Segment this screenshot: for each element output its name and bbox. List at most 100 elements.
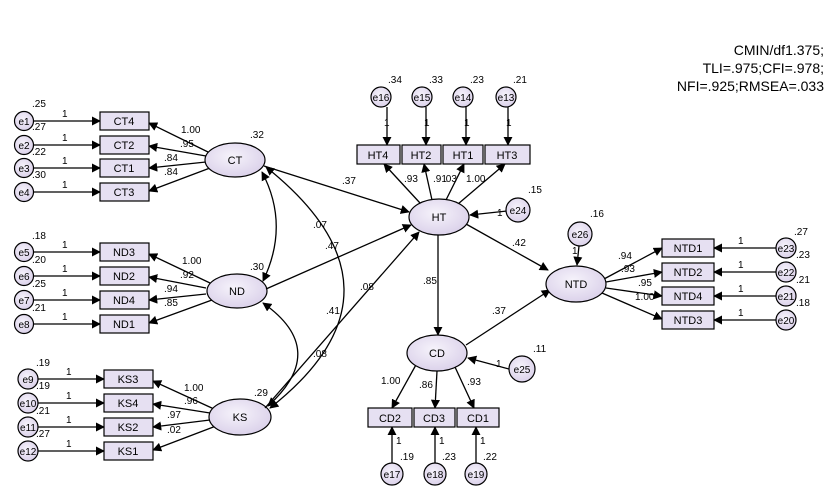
cov-nd-ks	[262, 302, 299, 407]
indicator-ks2-label: KS2	[118, 422, 139, 434]
indicator-ntd4	[661, 286, 715, 306]
ntd-block: NTD1 NTD2 NTD4 NTD3 .94 .93 .95 1.00 e23…	[545, 209, 810, 331]
ht-block: e16 e15 e14 e13 .34 .33 .23 .21 1 1 1 1 …	[356, 75, 542, 236]
latent-cd-label: CD	[429, 348, 445, 360]
error-e26-var: .16	[590, 209, 604, 220]
error-e26-path: 1	[572, 246, 578, 257]
fit-line-1: CMIN/df1.375;	[734, 42, 824, 58]
error-e2-label: e2	[18, 141, 30, 152]
error-e5-var: .18	[32, 231, 46, 242]
loading-ct3: .84	[164, 167, 178, 178]
indicator-ht4-label: HT4	[368, 150, 389, 162]
ct-block: e1 e2 e3 e4 .25 .27 .22 .30 1 1 1 1 CT4 …	[13, 99, 266, 203]
indicator-ks1-label: KS1	[118, 446, 139, 458]
indicator-nd1-label: ND1	[113, 319, 135, 331]
error-e16-var: .34	[388, 75, 402, 86]
loading-ht2: .91	[433, 174, 447, 185]
indicator-ks4-label: KS4	[118, 398, 139, 410]
path-ct-ht-value: .37	[342, 176, 356, 187]
indicator-ntd4-label: NTD4	[674, 291, 703, 303]
path-cd-cd2	[391, 362, 418, 409]
path-ks-ks1	[152, 425, 217, 452]
error-e19	[464, 462, 488, 486]
cd-block: CD2 CD3 CD1 1.00 .86 .93 e17 e18 e19 .19…	[367, 334, 547, 486]
indicator-ct4	[99, 111, 150, 131]
path-cd-cd3	[430, 370, 440, 409]
indicator-ks3	[103, 369, 154, 389]
latent-ct-var: .32	[250, 130, 264, 141]
error-e8-var: .21	[32, 303, 46, 314]
indicator-ct1-label: CT1	[114, 163, 135, 175]
error-e12-var: .27	[36, 429, 50, 440]
error-e19-path: 1	[480, 436, 486, 447]
loading-ks4: .96	[184, 396, 198, 407]
indicator-cd1	[456, 407, 500, 428]
error-e13-path: 1	[506, 118, 512, 129]
path-ks-ht	[264, 231, 420, 409]
indicator-ks2	[103, 417, 154, 437]
indicator-cd3	[413, 407, 456, 428]
indicator-nd3-label: ND3	[113, 247, 135, 259]
error-e1-label: e1	[18, 117, 30, 128]
indicator-ht4	[356, 144, 401, 165]
error-e6-path: 1	[62, 264, 68, 275]
error-e25	[508, 355, 536, 383]
error-e3-var: .22	[32, 147, 46, 158]
path-ht-ht3	[457, 163, 506, 205]
error-e7-label: e7	[18, 296, 30, 307]
loading-ks2: .97	[167, 410, 181, 421]
error-e9-var: .19	[36, 358, 50, 369]
path-ct-ht	[263, 165, 410, 214]
path-ht-ntd	[465, 223, 549, 271]
error-e2-var: .27	[32, 122, 46, 133]
indicator-cd1-label: CD1	[467, 413, 489, 425]
error-e2-path: 1	[62, 133, 68, 144]
indicator-cd2	[367, 407, 413, 428]
error-e22-path: 1	[738, 260, 744, 271]
latent-ct	[204, 142, 266, 178]
ks-block: e9 e10 e11 e12 .19 .19 .21 .27 1 1 1 1 K…	[17, 358, 272, 462]
error-e21-label: e21	[778, 292, 795, 303]
indicator-ct3	[99, 182, 150, 202]
error-e20	[775, 309, 797, 331]
error-e10-var: .19	[36, 381, 50, 392]
indicator-ht2-label: HT2	[411, 150, 432, 162]
indicator-ntd1-label: NTD1	[674, 243, 703, 255]
latent-ks-label: KS	[233, 412, 248, 424]
indicator-ntd3-label: NTD3	[674, 315, 703, 327]
error-e16	[370, 86, 392, 108]
error-e19-var: .22	[483, 452, 497, 463]
error-e23-path: 1	[738, 236, 744, 247]
indicator-ct4-label: CT4	[114, 116, 135, 128]
error-e15-label: e15	[414, 93, 431, 104]
path-nd-nd3	[148, 253, 211, 284]
path-ks-ks3	[152, 380, 215, 410]
error-e10	[17, 392, 39, 414]
cov-ct-ks-value: .08	[360, 282, 374, 293]
fit-line-2: TLI=.975;CFI=.978;	[703, 60, 824, 76]
error-e3-path: 1	[62, 156, 68, 167]
cov-ct-nd-value: .07	[313, 220, 327, 231]
latent-ks-var: .29	[254, 388, 268, 399]
covariances: .07 .08 .08	[261, 166, 374, 409]
path-nd-nd4	[148, 293, 207, 304]
fit-line-3: NFI=.925;RMSEA=.033	[677, 78, 824, 94]
error-e11-label: e11	[20, 423, 36, 434]
loading-ntd1: .94	[618, 251, 632, 262]
error-e3	[13, 157, 35, 179]
indicator-nd1	[99, 314, 150, 334]
error-e12	[17, 440, 39, 462]
loading-nd3: 1.00	[182, 256, 202, 267]
indicator-nd4-label: ND4	[113, 295, 135, 307]
error-e26	[567, 221, 593, 247]
indicator-ntd2	[661, 262, 715, 282]
loading-nd4: .94	[164, 284, 178, 295]
error-e24	[505, 197, 531, 223]
error-e18-path: 1	[439, 436, 445, 447]
error-e11-path: 1	[66, 415, 72, 426]
path-ct-ct2	[148, 142, 207, 157]
loading-nd1: .85	[164, 298, 178, 309]
loading-ht3: 1.00	[466, 174, 486, 185]
path-cd-ntd	[465, 289, 551, 346]
